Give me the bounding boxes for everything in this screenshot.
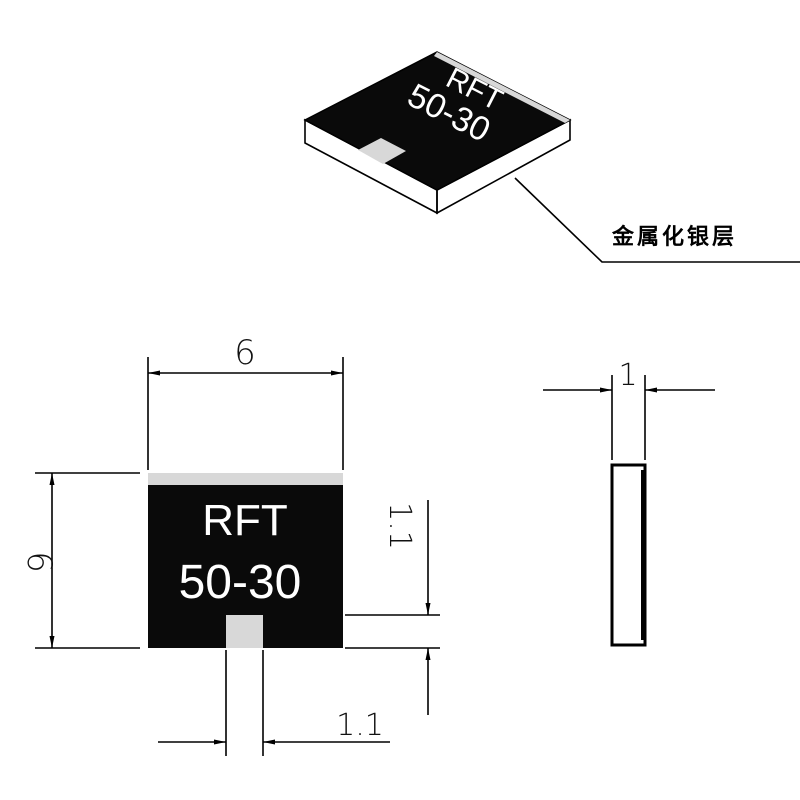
- metallized-strip: [434, 52, 570, 123]
- height-dimension: 6: [19, 551, 59, 573]
- chip-side-profile: [610, 463, 647, 647]
- iso-pad: [358, 138, 406, 164]
- chip-text-line1: RFT: [202, 496, 288, 545]
- width-dimension: 6: [234, 333, 256, 373]
- callout-leader: [514, 177, 800, 263]
- front-view: RFT 50-30 6 6 1.1 1.1: [19, 333, 440, 756]
- isometric-view: RFT 50-30 金属化银层: [303, 51, 800, 263]
- side-view: 1: [543, 358, 715, 647]
- callout-label: 金属化银层: [611, 224, 737, 250]
- thickness-dimension: 1: [618, 358, 637, 393]
- chip-text-line2: 50-30: [179, 556, 302, 609]
- metallized-edge: [148, 473, 343, 485]
- pad-height-dimension: 1.1: [382, 502, 417, 550]
- pad: [226, 615, 263, 648]
- pad-width-dimension: 1.1: [336, 708, 384, 743]
